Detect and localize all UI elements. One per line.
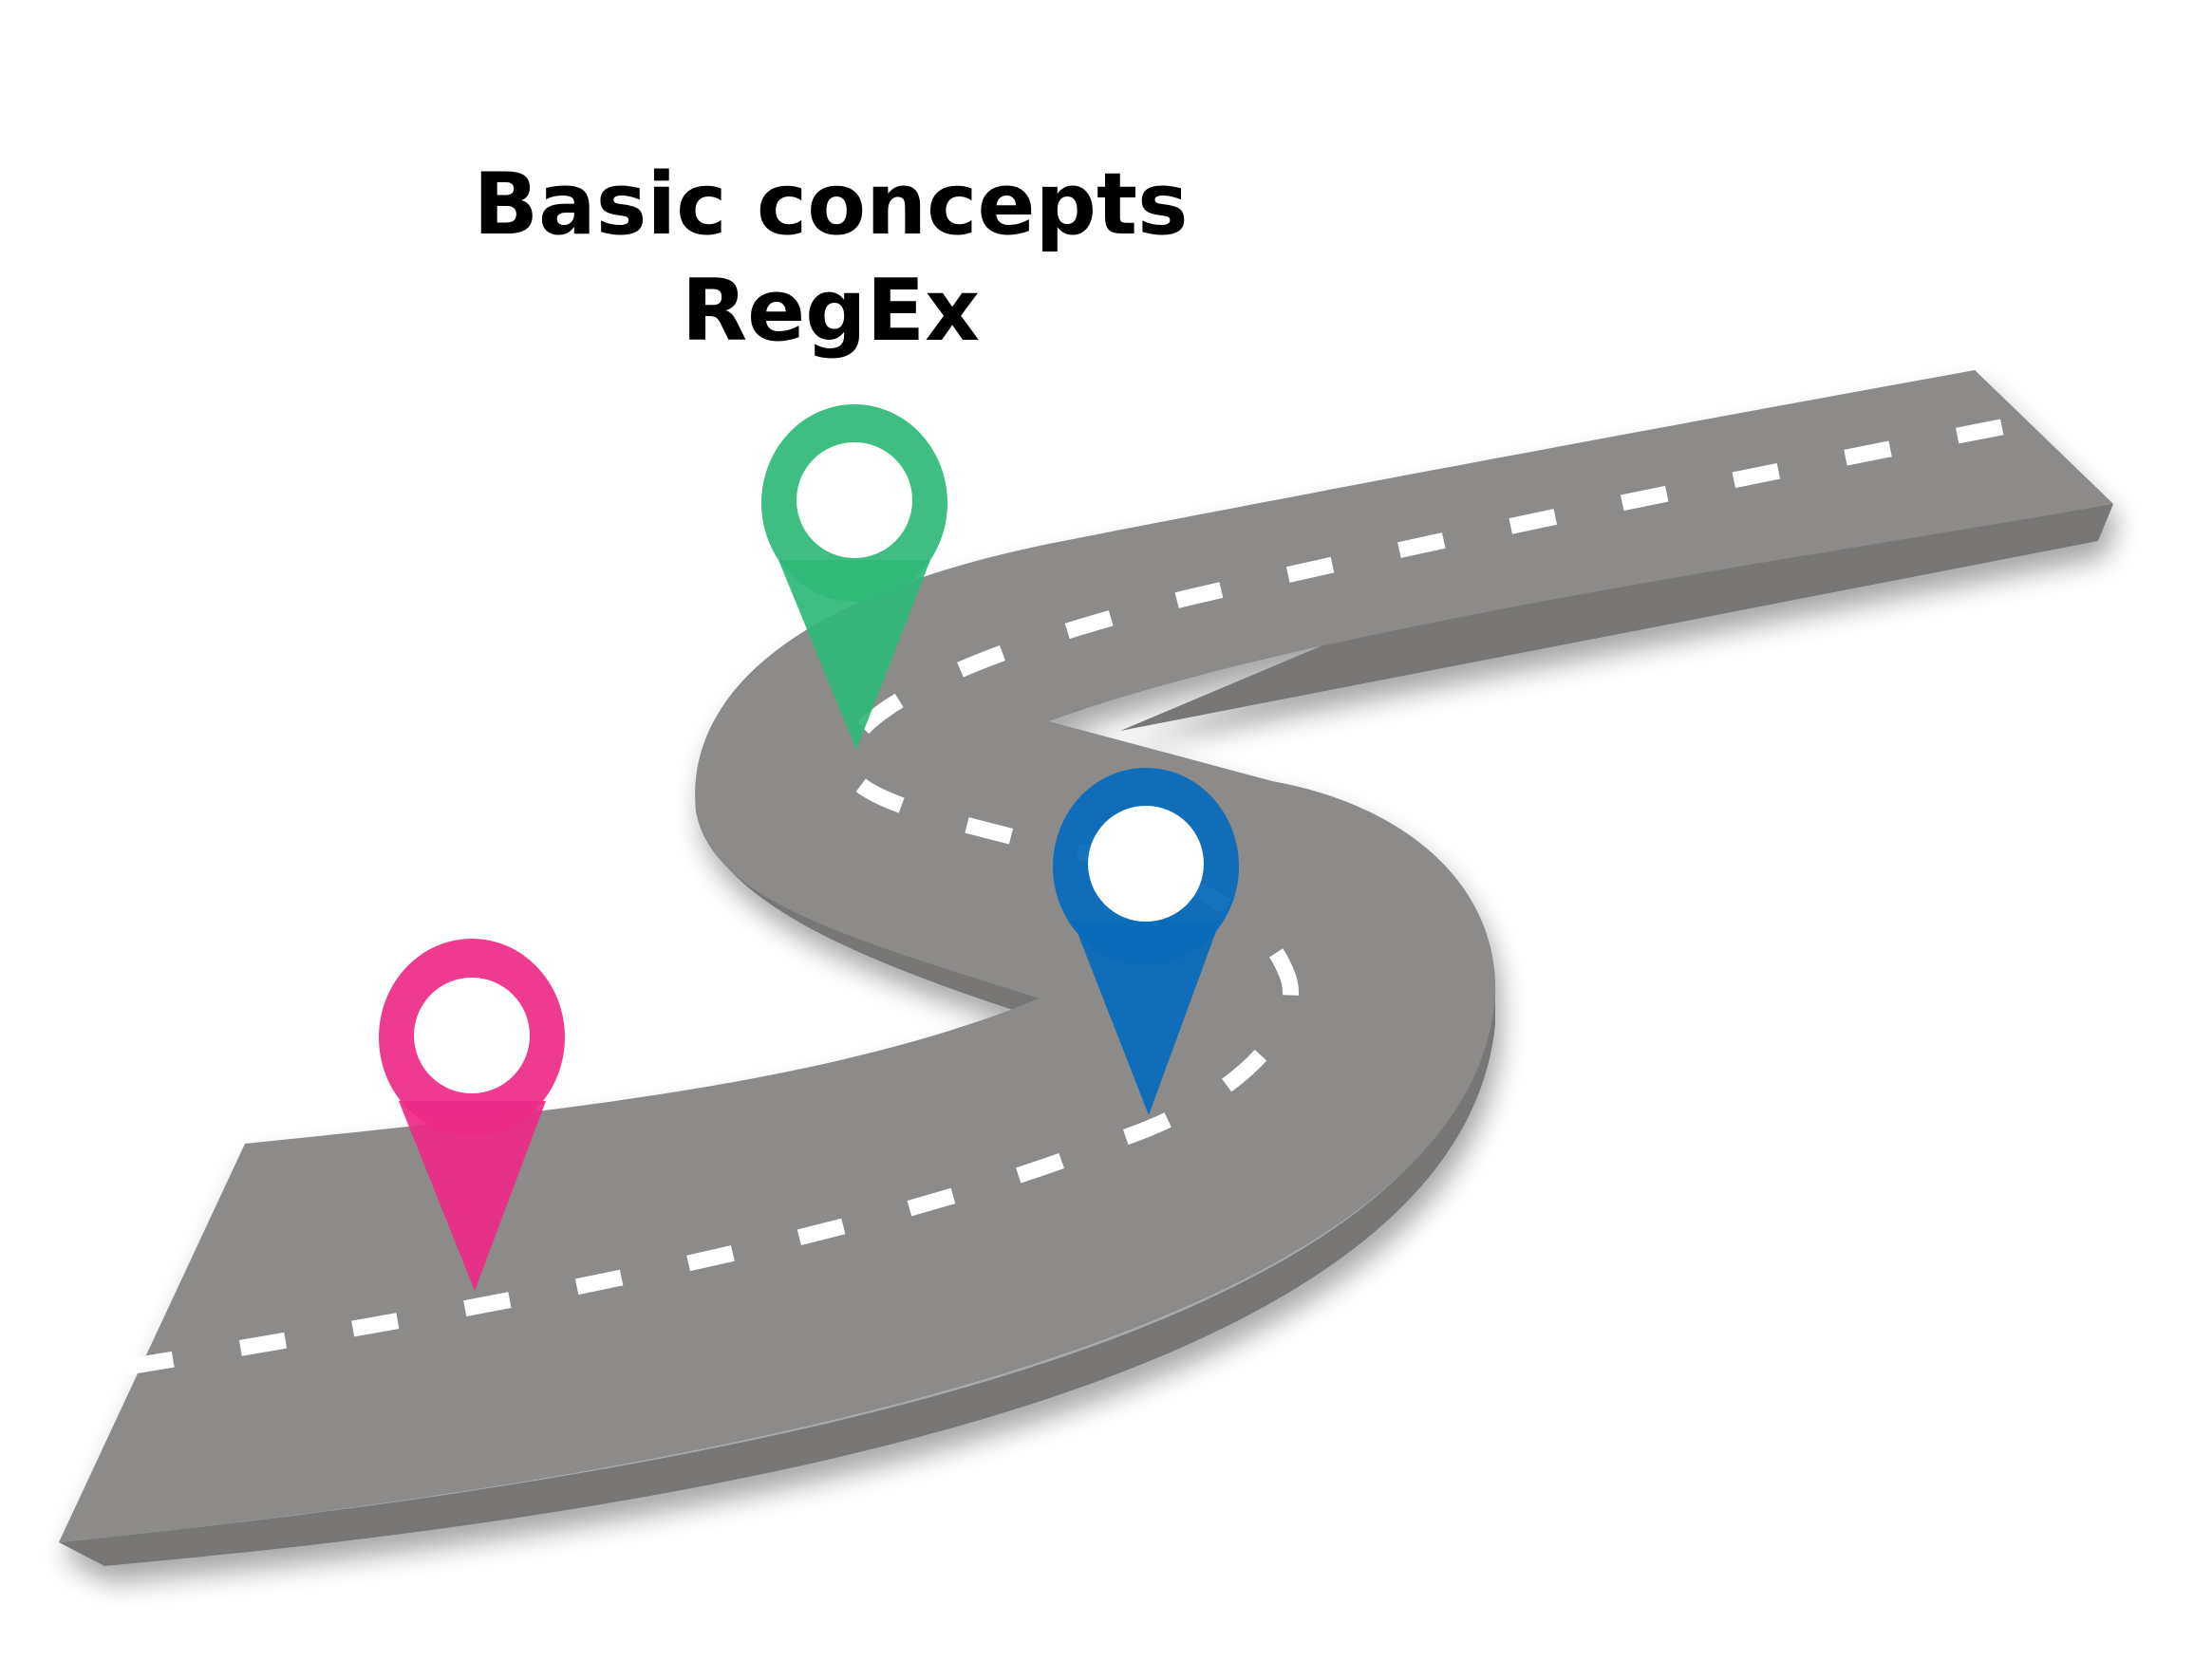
map-pin-green: [761, 404, 947, 750]
pin-center-green: [797, 442, 912, 558]
title-line-2: RegEx: [681, 261, 981, 361]
map-pin-icon: [399, 1101, 546, 1291]
road-surface: [59, 370, 2113, 1542]
map-pin-pink: [379, 939, 565, 1291]
pin-center-pink: [414, 978, 530, 1093]
milestone-title: Basic concepts RegEx: [389, 152, 1272, 364]
road-edge-bottom: [59, 997, 1495, 1566]
road-edge-curve: [698, 807, 1044, 1016]
map-pin-icon: [1073, 921, 1220, 1115]
pin-center-blue: [1088, 806, 1204, 922]
map-pin-icon: [778, 560, 930, 750]
map-pin-blue: [1053, 768, 1239, 1115]
title-line-1: Basic concepts: [473, 155, 1189, 254]
road-side: [59, 370, 2113, 1566]
